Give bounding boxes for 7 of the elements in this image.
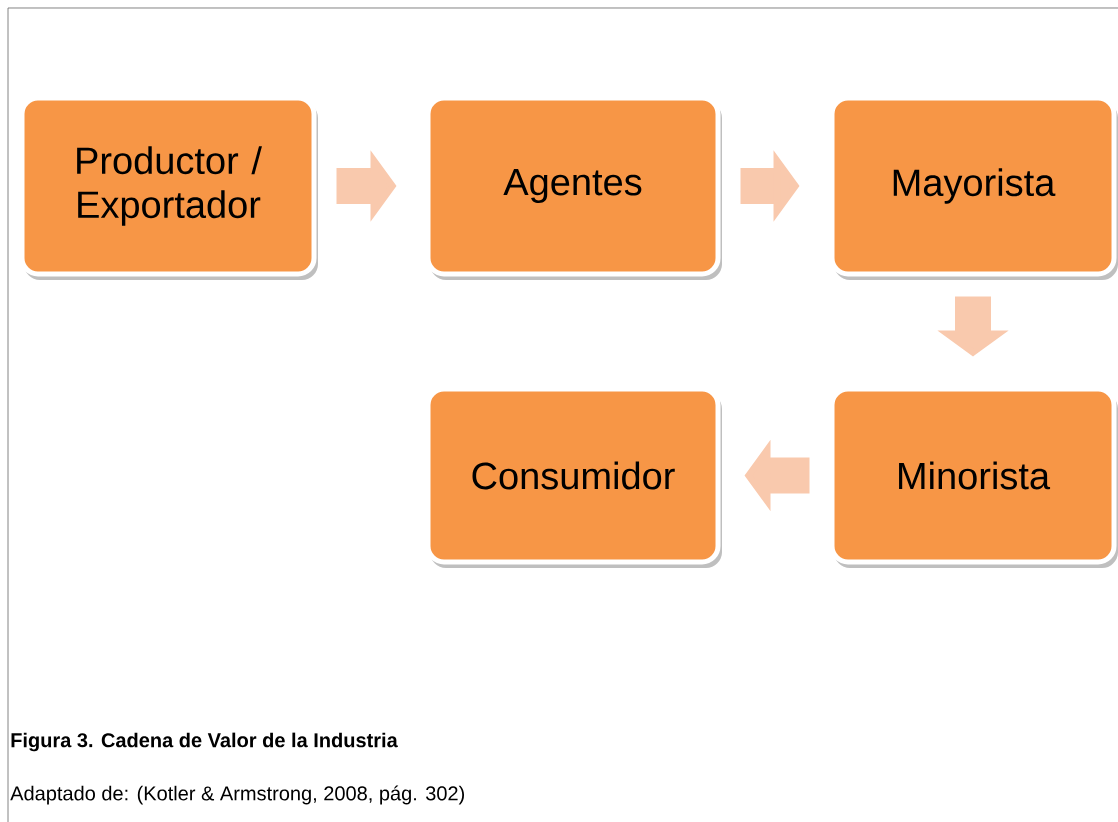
figure-caption: Figura 3. Cadena de Valor de la Industria bbox=[11, 732, 398, 752]
process-box: Mayorista bbox=[829, 95, 1118, 280]
source-note: Adaptado de: (Kotler & Armstrong, 2008, pág. 302) bbox=[10, 785, 464, 805]
process-box: Minorista bbox=[829, 386, 1118, 568]
process-box: Consumidor bbox=[425, 386, 722, 568]
process-box: Agentes bbox=[425, 95, 722, 280]
process-box: Productor / Exportador bbox=[19, 95, 318, 280]
